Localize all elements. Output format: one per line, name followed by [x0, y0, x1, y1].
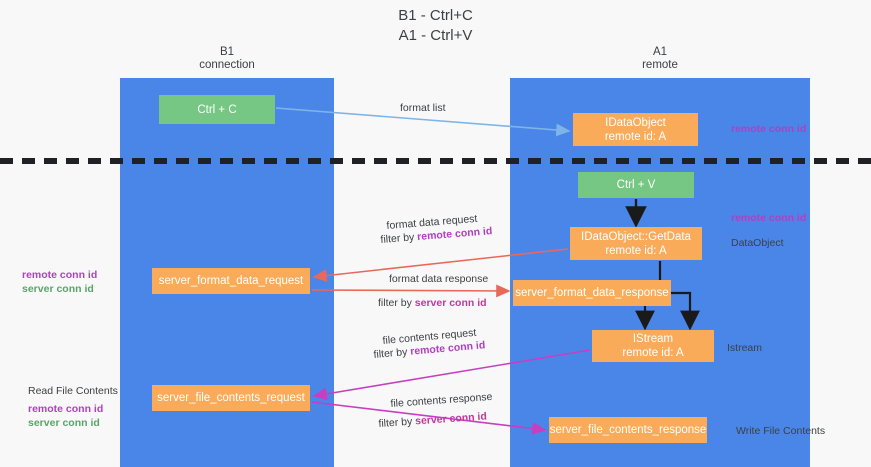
- diagram-title: B1 - Ctrl+C A1 - Ctrl+V: [0, 6, 871, 46]
- node-istream-line2: remote id: A: [622, 347, 684, 359]
- side-label-left-server-conn-id-2: server conn id: [28, 417, 100, 429]
- side-label-dataobject: DataObject: [731, 237, 784, 249]
- title-line-2: A1 - Ctrl+V: [398, 27, 473, 44]
- node-idataobject-getdata[interactable]: IDataObject::GetData remote id: A: [570, 227, 702, 260]
- swimlane-b1-heading: B1: [219, 46, 235, 58]
- node-server-format-data-request[interactable]: server_format_data_request: [152, 268, 310, 294]
- node-getdata-line2: remote id: A: [605, 244, 667, 257]
- side-label-remote-conn-id-top: remote conn id: [731, 123, 807, 135]
- side-label-istream: Istream: [727, 342, 763, 354]
- swimlane-header-a1: A1 remote: [510, 46, 810, 72]
- node-server-format-data-response-label: server_format_data_response: [515, 287, 669, 299]
- node-istream[interactable]: IStream remote id: A: [592, 330, 714, 362]
- node-idataobject[interactable]: IDataObject remote id: A: [573, 113, 698, 146]
- side-label-left-remote-conn-id: remote conn id: [22, 269, 98, 281]
- swimlane-header-b1: B1 connection: [120, 46, 334, 72]
- node-idataobject-line1: IDataObject: [605, 116, 666, 129]
- node-ctrl-c[interactable]: Ctrl + C: [159, 95, 275, 124]
- side-label-left-remote-conn-id-2: remote conn id: [28, 403, 104, 415]
- node-ctrl-v[interactable]: Ctrl + V: [578, 172, 694, 198]
- filter-key-server-conn-id: server conn id: [414, 297, 487, 309]
- side-label-read-file-contents: Read File Contents: [28, 385, 118, 397]
- node-server-file-contents-request-label: server_file_contents_request: [157, 392, 305, 404]
- filter-prefix: filter by: [373, 345, 411, 361]
- swimlane-a1-subheading: remote: [642, 59, 678, 71]
- swimlane-b1-subheading: connection: [199, 59, 255, 71]
- node-server-format-data-request-label: server_format_data_request: [158, 275, 304, 287]
- filter-prefix: filter by: [378, 415, 416, 430]
- node-ctrl-v-label: Ctrl + V: [616, 179, 656, 191]
- node-server-format-data-response[interactable]: server_format_data_response: [513, 280, 671, 306]
- side-label-remote-conn-id-mid: remote conn id: [731, 212, 807, 224]
- node-idataobject-line2: remote id: A: [604, 130, 667, 143]
- node-ctrl-c-label: Ctrl + C: [197, 103, 237, 116]
- edge-label-format-data-response-filter: filter by server conn id: [378, 296, 487, 310]
- title-line-1: B1 - Ctrl+C: [398, 7, 473, 24]
- filter-prefix: filter by: [380, 231, 418, 246]
- edge-label-format-list: format list: [400, 102, 446, 114]
- edge-label-format-data-response: format data response: [389, 273, 489, 285]
- swimlane-a1-heading: A1: [652, 46, 668, 58]
- side-label-write-file-contents: Write File Contents: [736, 425, 826, 437]
- filter-prefix: filter by: [378, 297, 415, 309]
- side-label-left-server-conn-id: server conn id: [22, 283, 94, 295]
- node-server-file-contents-request[interactable]: server_file_contents_request: [152, 385, 310, 411]
- node-getdata-line1: IDataObject::GetData: [581, 230, 691, 243]
- node-server-file-contents-response[interactable]: server_file_contents_response: [549, 417, 707, 443]
- node-server-file-contents-response-label: server_file_contents_response: [549, 424, 707, 436]
- node-istream-line1: IStream: [632, 333, 674, 345]
